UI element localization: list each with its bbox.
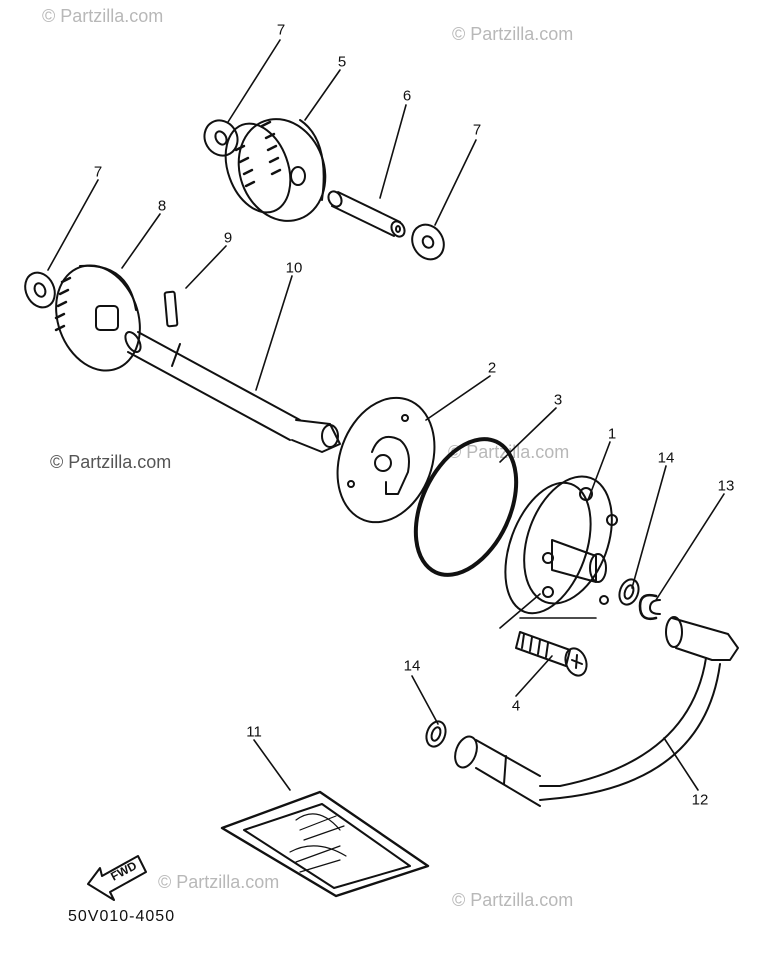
callout-8: 8: [157, 197, 167, 215]
watermark: © Partzilla.com: [50, 452, 172, 472]
callout-4: 4: [511, 697, 521, 715]
watermark: © Partzilla.com: [42, 6, 164, 26]
callout-13: 13: [717, 477, 735, 495]
callout-7: 7: [276, 21, 286, 39]
watermark: © Partzilla.com: [452, 24, 574, 44]
washer-7-left: [24, 271, 56, 309]
plate-2: [336, 396, 436, 524]
callout-3: 3: [553, 391, 563, 409]
callout-7: 7: [93, 163, 103, 181]
diagram-code: 50V010-4050: [68, 908, 176, 925]
watermark: © Partzilla.com: [158, 872, 280, 892]
leader-lines: [47, 39, 725, 791]
washer-7-right: [411, 223, 445, 261]
watermark: © Partzilla.com: [452, 890, 574, 910]
callout-6: 6: [402, 87, 412, 105]
gear-5: [224, 118, 327, 222]
strainer-11: [220, 790, 430, 898]
callout-9: 9: [223, 229, 233, 247]
drive-shaft-10: [124, 331, 341, 453]
callout-5: 5: [337, 53, 347, 71]
o-ring-3: [413, 437, 519, 577]
clip-13: [638, 593, 661, 621]
washer-7-upper: [203, 119, 239, 157]
pump-body-1: [504, 475, 618, 615]
callout-10: 10: [285, 259, 303, 277]
callout-14: 14: [657, 449, 675, 467]
callout-11: 11: [246, 723, 262, 741]
shaft-6: [327, 190, 406, 238]
o-ring-14-lower: [425, 720, 447, 748]
callout-2: 2: [487, 359, 497, 377]
pin-9: [163, 290, 179, 328]
gear-8: [54, 264, 141, 372]
oil-pipe-12: [454, 616, 739, 807]
callout-12: 12: [691, 791, 709, 809]
callout-1: 1: [607, 425, 617, 443]
o-ring-14-upper: [618, 578, 640, 606]
callout-7: 7: [472, 121, 482, 139]
callout-14: 14: [403, 657, 421, 675]
screw-4: [515, 631, 588, 677]
fwd-arrow: [87, 855, 147, 901]
